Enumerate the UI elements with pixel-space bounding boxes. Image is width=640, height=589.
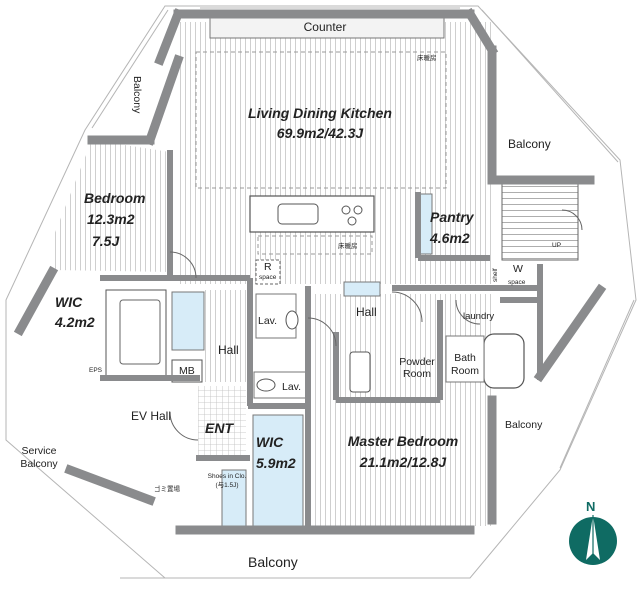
wic-left-name: WIC: [55, 294, 83, 310]
hall-right-label: Hall: [356, 305, 377, 319]
lav-upper-basin: [285, 310, 299, 330]
r-space-word: space: [259, 274, 277, 281]
bedroom-floor: [52, 140, 170, 272]
garbage-area-label: ゴミ置場: [154, 486, 180, 493]
counter-label: Counter: [303, 20, 347, 34]
floor-heating-label: 床暖房: [417, 55, 437, 62]
balcony-top-left-label: Balcony: [131, 76, 143, 114]
lav-upper-label: Lav.: [258, 315, 278, 327]
master-bedroom-area: 21.1m2/12.8J: [359, 454, 447, 470]
master-bedroom-floor: [312, 294, 492, 526]
powder-room-label-line2: Room: [402, 368, 431, 380]
w-space-letter: W: [513, 263, 523, 275]
bedroom-area-j: 7.5J: [92, 233, 120, 249]
balcony-bottom-label: Balcony: [248, 554, 298, 570]
glass-panel: [252, 414, 304, 528]
up-label: UP: [552, 242, 562, 249]
powder-sink: [349, 351, 371, 393]
ent-label: ENT: [205, 420, 233, 436]
ev-hall-label: EV Hall: [131, 409, 172, 423]
mb-label: MB: [179, 365, 195, 377]
ldk-floor: [178, 22, 492, 284]
cooktop-burner: [341, 205, 351, 215]
staircase: [501, 183, 579, 261]
powder-room-label-line1: Powder: [399, 356, 435, 368]
bedroom-name: Bedroom: [84, 190, 146, 206]
door-swings: [169, 209, 583, 441]
hall-left-label: Hall: [218, 343, 239, 357]
ldk-name: Living Dining Kitchen: [248, 105, 392, 121]
bath-room-label-line1: Bath: [454, 352, 476, 364]
pantry-name: Pantry: [430, 209, 474, 225]
shelf-label: shelf: [492, 268, 499, 282]
service-balcony-label-line2: Balcony: [20, 458, 58, 470]
floor-heating-zone: [257, 235, 373, 255]
bath-room-label-line2: Room: [450, 365, 479, 377]
r-space-box: [255, 259, 281, 285]
floor-heating-label: 床暖房: [338, 243, 358, 250]
wic-left-area: 4.2m2: [55, 314, 95, 330]
balcony-right-label: Balcony: [505, 419, 543, 431]
walls: [13, 7, 607, 535]
glass-panel: [171, 291, 205, 351]
kitchen-sink: [277, 203, 319, 225]
hall-floor: [205, 290, 249, 382]
service-balcony-label-line1: Service: [21, 445, 57, 457]
cooktop-burner: [347, 216, 357, 226]
wic-center-area: 5.9m2: [256, 455, 296, 471]
pantry-area: 4.6m2: [430, 230, 470, 246]
w-space-word: space: [508, 279, 526, 286]
cooktop-burner: [353, 205, 363, 215]
ldk-area: 69.9m2/42.3J: [276, 125, 364, 141]
lav-lower-label: Lav.: [282, 381, 302, 393]
glass-panel: [343, 281, 381, 297]
bath-room-box: [445, 335, 485, 383]
bedroom-area-m2: 12.3m2: [87, 211, 135, 227]
floor-heating-zone: [195, 51, 447, 189]
wic-center-name: WIC: [256, 434, 284, 450]
r-space-letter: R: [264, 261, 272, 273]
shoes-closet-label-line1: Shoes in Clo.: [207, 473, 247, 480]
lav-lower-sink: [253, 371, 307, 399]
wic-left-inner: [119, 299, 161, 365]
entrance-floor: [198, 386, 246, 456]
bathtub: [483, 333, 525, 389]
balcony-railings: [5, 7, 635, 579]
balcony-right-top-label: Balcony: [508, 137, 551, 151]
eps-label: EPS: [89, 367, 103, 374]
shoes-closet-label-line2: (与1.5J): [215, 482, 239, 489]
laundry-label: laundry: [463, 311, 495, 322]
lav-lower-basin: [256, 378, 276, 392]
master-bedroom-name: Master Bedroom: [347, 433, 459, 449]
compass: [569, 515, 617, 565]
compass-north-label: N: [586, 499, 596, 514]
